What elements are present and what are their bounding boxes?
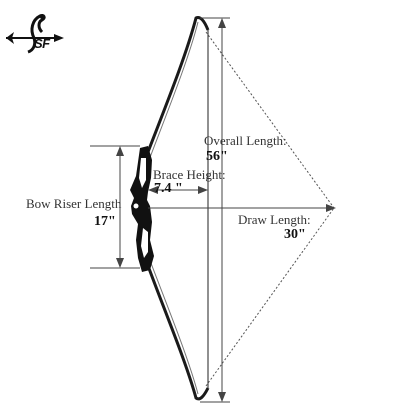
bow-riser-length-label: Bow Riser Length bbox=[26, 196, 122, 211]
bow-riser-length-value: 17" bbox=[94, 214, 116, 229]
brace-height-label: Brace Height: bbox=[153, 167, 226, 182]
draw-length-value: 30" bbox=[284, 227, 306, 242]
lower-limb bbox=[141, 251, 210, 401]
upper-limb bbox=[141, 16, 210, 166]
draw-line-upper bbox=[205, 31, 335, 209]
draw-length-label: Draw Length: bbox=[238, 212, 311, 227]
brand-logo-text: SF bbox=[34, 36, 50, 51]
overall-length-label: Overall Length: bbox=[204, 133, 287, 148]
draw-line-lower bbox=[205, 207, 335, 387]
arrow-logo-icon bbox=[6, 14, 64, 54]
overall-length-value: 56" bbox=[206, 149, 228, 164]
brace-height-value: 7.4 " bbox=[154, 181, 183, 196]
